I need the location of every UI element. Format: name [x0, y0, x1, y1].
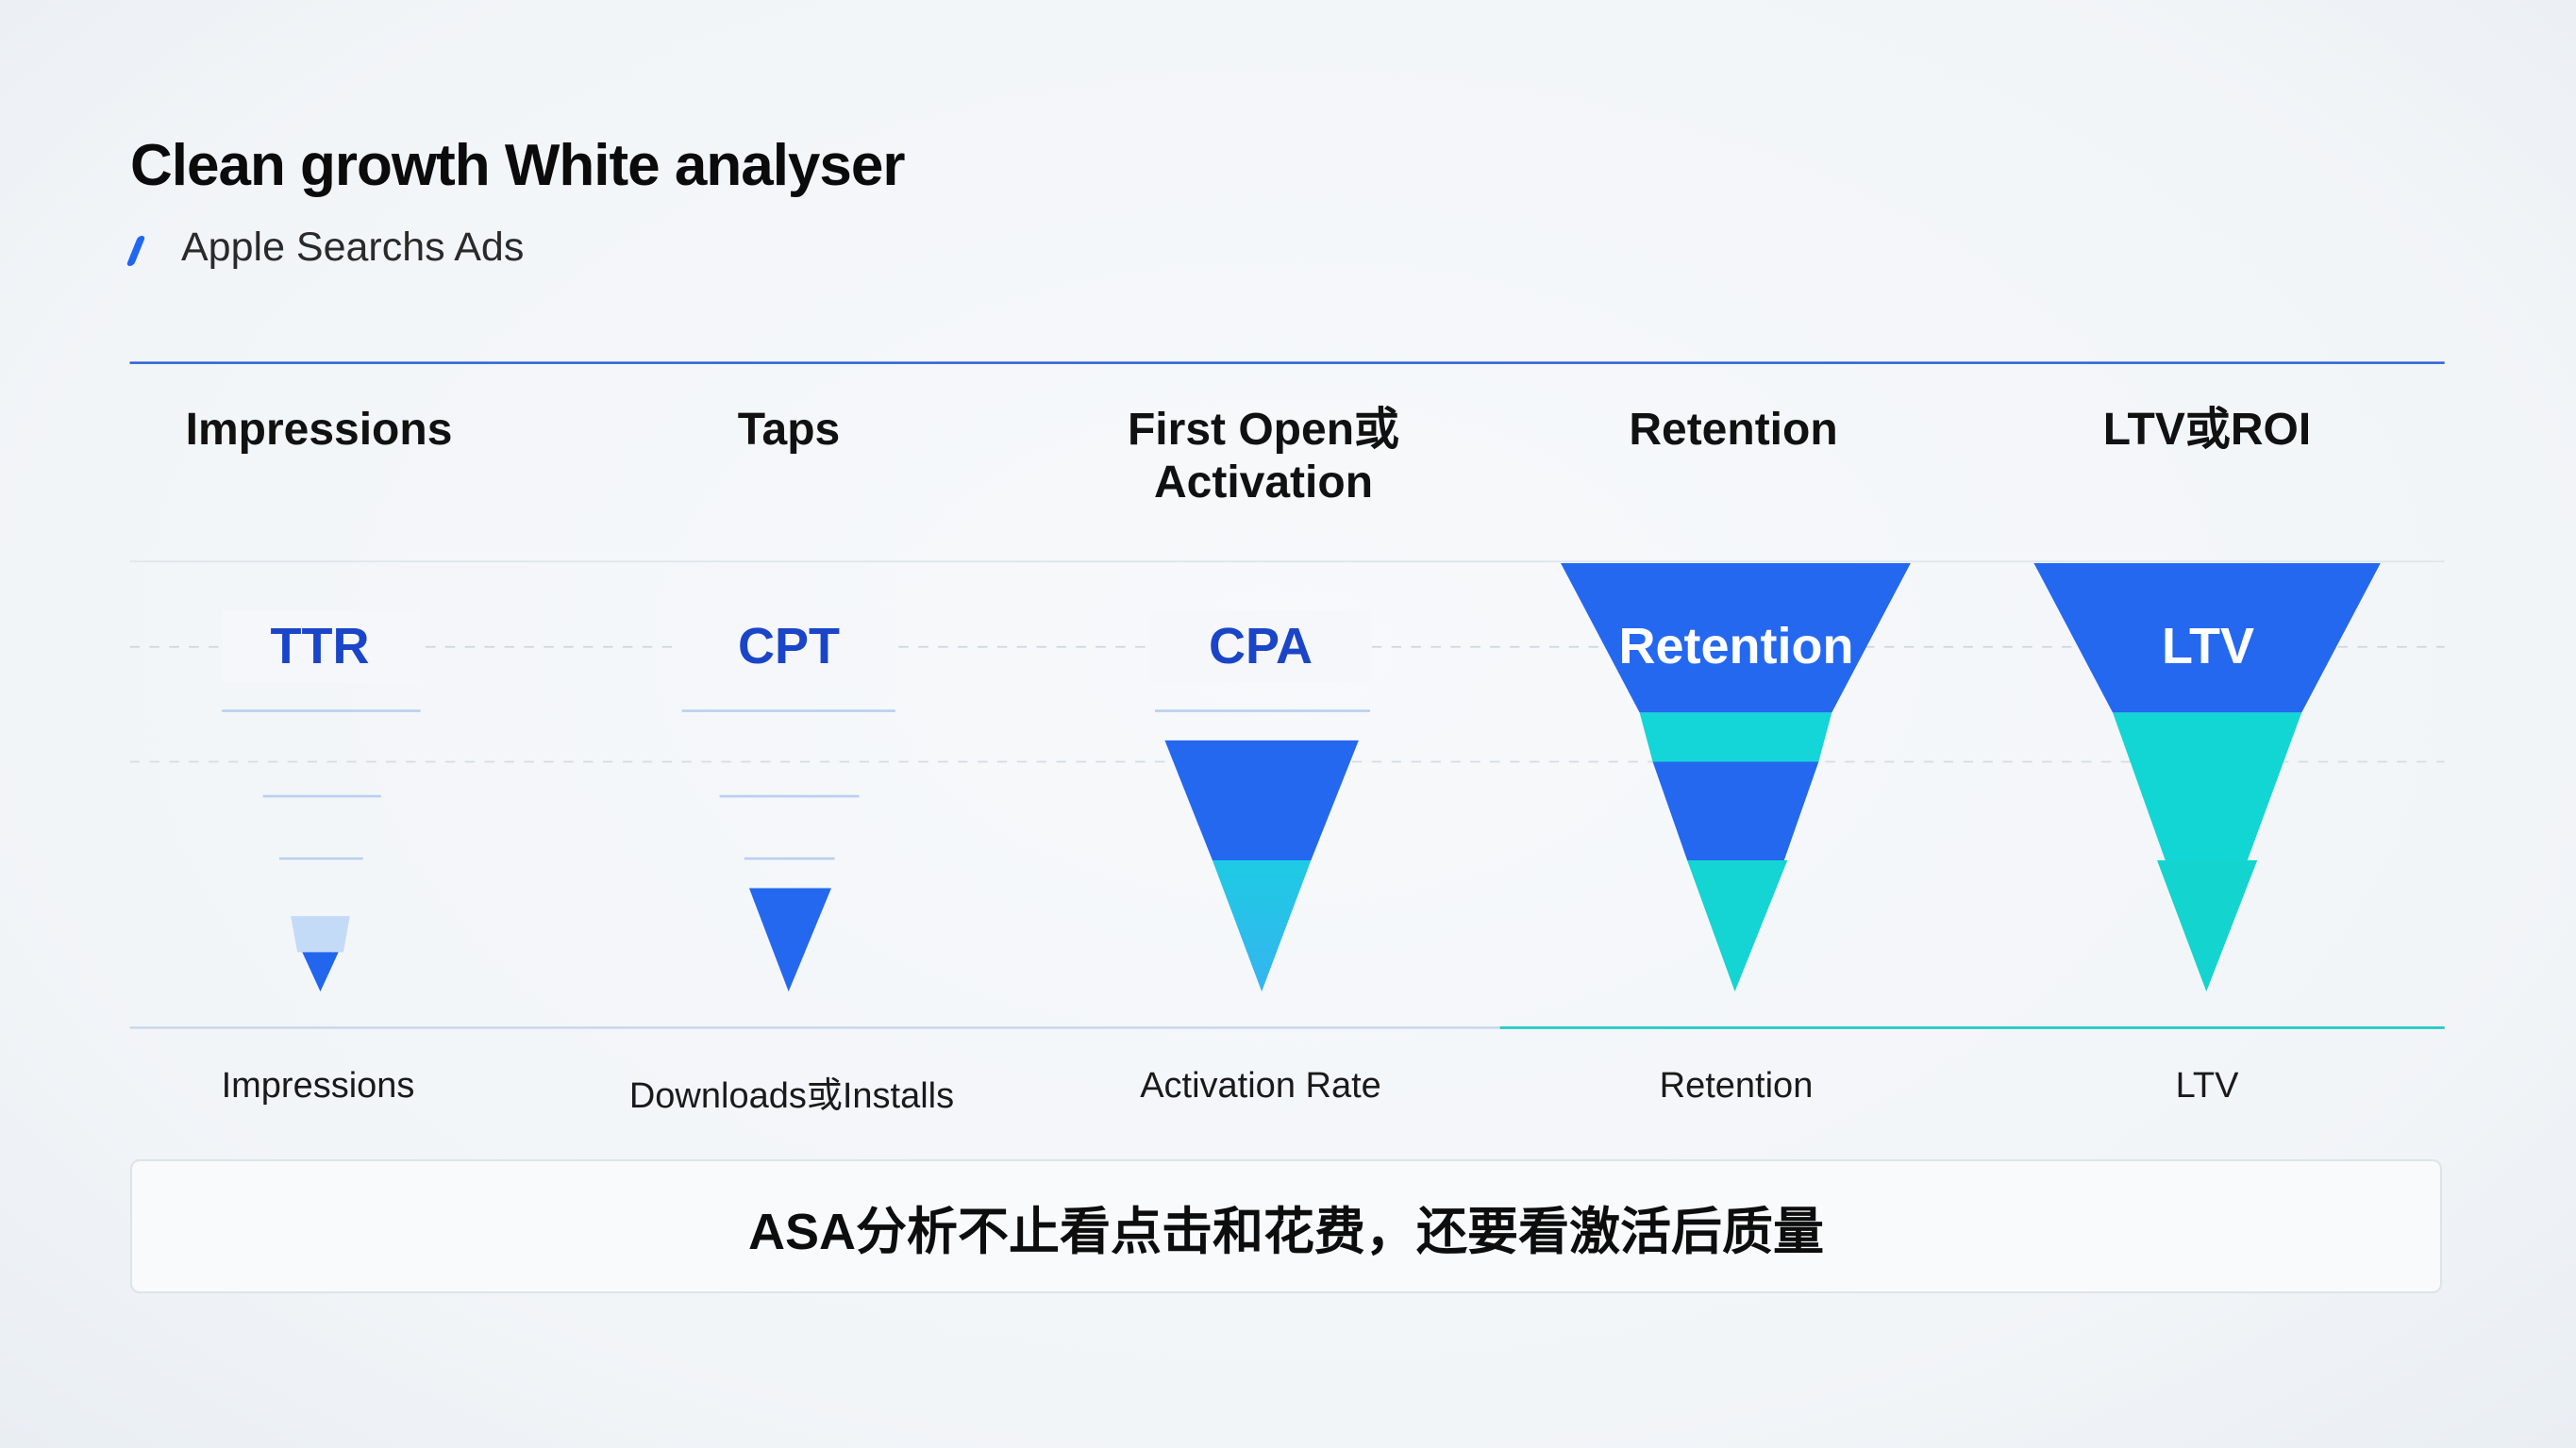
metric-retention: Retention	[1618, 618, 1854, 674]
ltv-funnel-tip	[2157, 859, 2258, 992]
ltv-funnel-top	[2033, 562, 2381, 713]
retention-funnel-band	[1639, 712, 1832, 762]
column-header-line2: Activation	[1153, 458, 1374, 508]
metric-ltv: LTV	[2162, 618, 2254, 674]
retention-funnel-top	[1561, 562, 1911, 713]
ttr-funnel-top	[291, 916, 350, 953]
footer-label-ltv: LTV	[2175, 1066, 2239, 1106]
page-title: Clean growth White analyser	[130, 133, 906, 198]
column-header-retention: Retention	[1629, 405, 1838, 455]
cpt-funnel	[748, 888, 831, 992]
ttr-funnel-tip	[302, 952, 339, 992]
cpa-funnel-tip	[1212, 859, 1312, 992]
metric-cpt: CPT	[738, 618, 840, 674]
footer-label-activation-rate: Activation Rate	[1140, 1066, 1381, 1106]
column-header-ltv-roi: LTV或ROI	[2102, 405, 2312, 455]
metric-cpa: CPA	[1208, 618, 1313, 674]
summary-box: ASA分析不止看点击和花费，还要看激活后质量	[130, 1159, 2442, 1293]
column-header-activation: First Open或 Activation	[1028, 404, 1499, 509]
cpa-funnel-top	[1164, 740, 1359, 860]
footer-label-downloads: Downloads或Installs	[628, 1076, 955, 1116]
retention-funnel-tip	[1687, 859, 1788, 992]
page-subtitle: Apple Searchs Ads	[181, 225, 525, 270]
column-header-impressions: Impressions	[185, 405, 453, 455]
footer-label-impressions: Impressions	[221, 1066, 415, 1106]
summary-text: ASA分析不止看点击和花费，还要看激活后质量	[747, 1203, 1824, 1260]
retention-funnel-mid	[1652, 761, 1819, 860]
column-header-line1: First Open或	[1127, 405, 1400, 455]
column-header-taps: Taps	[737, 405, 841, 455]
ltv-funnel-mid	[2113, 712, 2302, 860]
footer-label-retention: Retention	[1659, 1066, 1814, 1106]
metric-ttr: TTR	[270, 618, 370, 674]
